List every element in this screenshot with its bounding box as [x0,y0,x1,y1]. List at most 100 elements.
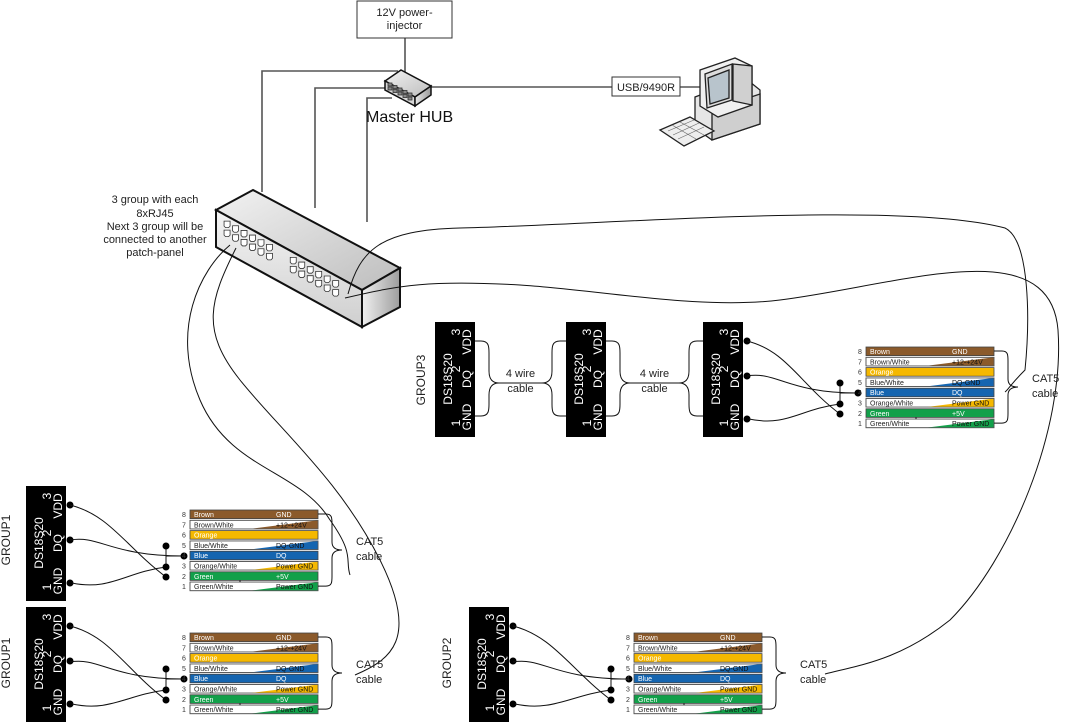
wire-color-name: Blue/White [638,666,672,673]
wire-color-name: Brown [870,349,890,356]
cable-label-line2: cable [356,674,382,686]
four-wire-label-line1: 4 wire [640,368,669,380]
rj45-port [289,257,297,265]
junction-dot [607,696,615,704]
wire-pin-number: 3 [182,687,186,694]
wire-pin-number: 6 [626,656,630,663]
cable-label-line1: CAT5 [356,659,383,671]
rj45-port [306,275,314,283]
sensor-pin-name-label: GND [51,567,65,594]
group-label: GROUP3 [414,354,428,405]
cable-label-line1: CAT5 [356,536,383,548]
wire-pin-number: 6 [182,533,186,540]
four-wire-label-line2: cable [507,383,533,395]
wire-color-name: Orange [194,533,217,540]
wire-pin-number: 2 [182,574,186,581]
wire-color-name: Green [194,697,214,704]
wire-color-name: Brown/White [870,359,910,366]
cable-brace [762,636,787,710]
rj45-port [298,270,306,278]
junction-dot [625,675,633,683]
wire-pin-number: 8 [182,512,186,519]
sensor-model-label: DS18S20 [32,517,46,569]
terminal-dot [509,700,517,708]
desktop-computer-icon [658,57,761,147]
cable-label-line1: CAT5 [800,659,827,671]
wire-color-name: Orange/White [870,401,913,408]
sensor-pin-number-label: 2 [483,650,497,657]
wire-pin-number: 5 [182,666,186,673]
usb-adapter-label: USB/9490R [617,82,675,94]
four-wire-label-line1: 4 wire [506,368,535,380]
usb-adapter-box: USB/9490R [611,76,681,97]
wire-signal-label: +12-+24V [276,645,307,652]
group-label: GROUP1 [0,637,13,688]
four-wire-label-line2: cable [641,383,667,395]
wire-pin-number: 8 [858,349,862,356]
terminal-dot [66,700,74,708]
wire-pin-number: 3 [626,687,630,694]
wire-pin-number: 1 [182,584,186,591]
sensor-pin-number-label: 3 [483,613,497,620]
wire-signal-label: Power GND [952,401,989,408]
rj45-port [266,252,273,261]
wire-pin-number: 8 [626,635,630,642]
wire-signal-label: Power GND [276,564,313,571]
sensor-model-label: DS18S20 [441,353,455,405]
junction-dot [162,686,170,694]
junction-dot [836,400,844,408]
wire-color-name: Green [870,411,890,418]
rj45-port [249,234,256,242]
wire-signal-label: GND [720,635,736,642]
power-injector-box: 12V power- injector [356,0,453,39]
sensor-model-label: DS18S20 [572,353,586,405]
power-injector-label-line1: 12V power- [376,7,433,19]
sensor-model-label: DS18S20 [475,638,489,690]
junction-dot [854,389,862,397]
svg-text:Next 3 group will be: Next 3 group will be [107,221,204,233]
cable-brace [994,350,1019,424]
sensor-pin-name-label: DQ [51,534,65,552]
wire-color-name: Green/White [638,707,677,714]
wire-color-name: Brown [194,512,214,519]
sensor-pin-name-label: VDD [51,493,65,519]
sensor-pin-number-label: 3 [40,492,54,499]
rj45-port [223,220,231,229]
cable-brace [318,636,343,710]
sensor-model-label: DS18S20 [32,638,46,690]
wire-signal-label: Power GND [276,584,313,591]
sensor-pin-number-label: 2 [40,529,54,536]
wire-pin-number: 4 [626,676,630,683]
cable-label-line2: cable [1032,388,1058,400]
patch-panel-note: 3 group with each 8xRJ45 Next 3 group wi… [103,194,207,259]
wire-color-name: Blue [638,676,652,683]
rj45-port [289,266,297,274]
group-label: GROUP2 [440,637,454,688]
sensor-pin-number-label: 3 [40,613,54,620]
wire-signal-label: DQ [952,390,963,397]
junction-dot [162,573,170,581]
sensor-pin-number-label: 2 [717,365,731,372]
wire-color-name: Brown/White [194,522,234,529]
wire-signal-label: +12-+24V [276,522,307,529]
wire-signal-label: DQ [720,676,731,683]
wire-color-name: Brown [194,635,214,642]
cat5-wire-row: 4 Blue DQ [626,673,763,684]
sensor-pin-name-label: DQ [728,370,742,388]
wire-color-name: Brown [638,635,658,642]
rj45-port [266,243,273,252]
wire-signal-label: Power GND [720,707,757,714]
sensor-pin-name-label: GND [591,403,605,430]
